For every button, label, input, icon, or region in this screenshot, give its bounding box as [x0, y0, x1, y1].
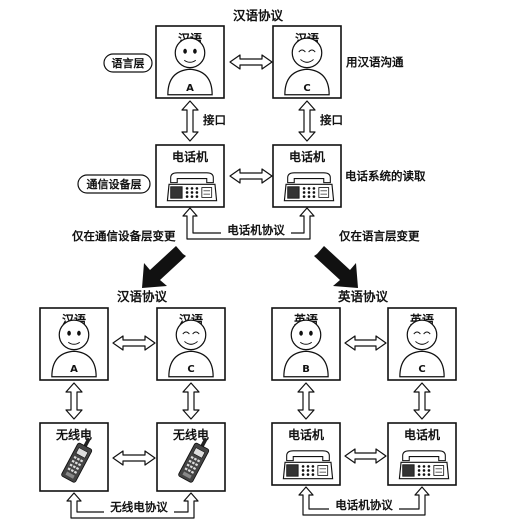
person-a-letter: A — [186, 83, 194, 94]
top-device-protocol-label: 电话机协议 — [227, 223, 285, 237]
bottom-left-protocol-title: 汉语协议 — [117, 289, 168, 304]
bl-person-a-letter: A — [70, 364, 78, 375]
telephone-icon — [166, 172, 218, 202]
right-note-language: 用汉语沟通 — [345, 55, 404, 69]
bl-device-protocol-label: 无线电协议 — [109, 500, 168, 514]
bl-device-c-label: 无线电 — [172, 427, 209, 442]
br-device-protocol-bg — [329, 497, 399, 513]
top-protocol-title: 汉语协议 — [233, 8, 284, 23]
device-a-label: 电话机 — [172, 149, 208, 164]
language-layer-pill — [103, 53, 153, 73]
bl-interface-arrow-left — [65, 382, 83, 420]
person-c-letter: C — [303, 83, 310, 94]
br-device-c-label: 电话机 — [404, 427, 440, 442]
device-layer-label: 通信设备层 — [87, 177, 142, 191]
branch-arrow-right — [314, 246, 358, 288]
bl-device-a-label: 无线电 — [55, 427, 92, 442]
branch-label-left: 仅在通信设备层变更 — [71, 229, 176, 243]
br-interface-arrow-left — [297, 382, 315, 420]
top-device-protocol-bg — [221, 222, 291, 238]
interface-label-right: 接口 — [320, 113, 343, 127]
bottom-right-protocol-title: 英语协议 — [338, 289, 389, 304]
top-language-arrow — [229, 54, 273, 70]
bl-person-c-letter: C — [187, 364, 194, 375]
br-person-c-letter: C — [418, 364, 425, 375]
br-device-b-label: 电话机 — [288, 427, 324, 442]
br-person-b-letter: B — [302, 364, 310, 375]
language-layer-label: 语言层 — [112, 56, 145, 70]
br-interface-arrow-right — [413, 382, 431, 420]
interface-label-left: 接口 — [203, 113, 226, 127]
br-device-arrow — [344, 448, 387, 464]
telephone-icon — [398, 450, 450, 480]
interface-arrow-right — [298, 100, 316, 142]
bl-device-protocol-bg — [104, 499, 174, 515]
top-device-arrow — [229, 168, 273, 184]
br-device-protocol-label: 电话机协议 — [335, 498, 393, 512]
device-c-label: 电话机 — [289, 149, 325, 164]
device-layer-pill — [77, 174, 151, 194]
branch-arrow-left — [142, 246, 186, 288]
telephone-icon — [283, 172, 335, 202]
right-note-device: 电话系统的读取 — [345, 169, 426, 183]
interface-arrow-left — [181, 100, 199, 142]
bl-device-arrow — [112, 450, 156, 466]
top-device-protocol-arrow — [182, 207, 315, 240]
bl-interface-arrow-right — [182, 382, 200, 420]
branch-label-right: 仅在语言层变更 — [338, 229, 420, 243]
telephone-icon — [282, 450, 334, 480]
bl-language-arrow — [112, 335, 156, 351]
br-language-arrow — [344, 335, 387, 351]
